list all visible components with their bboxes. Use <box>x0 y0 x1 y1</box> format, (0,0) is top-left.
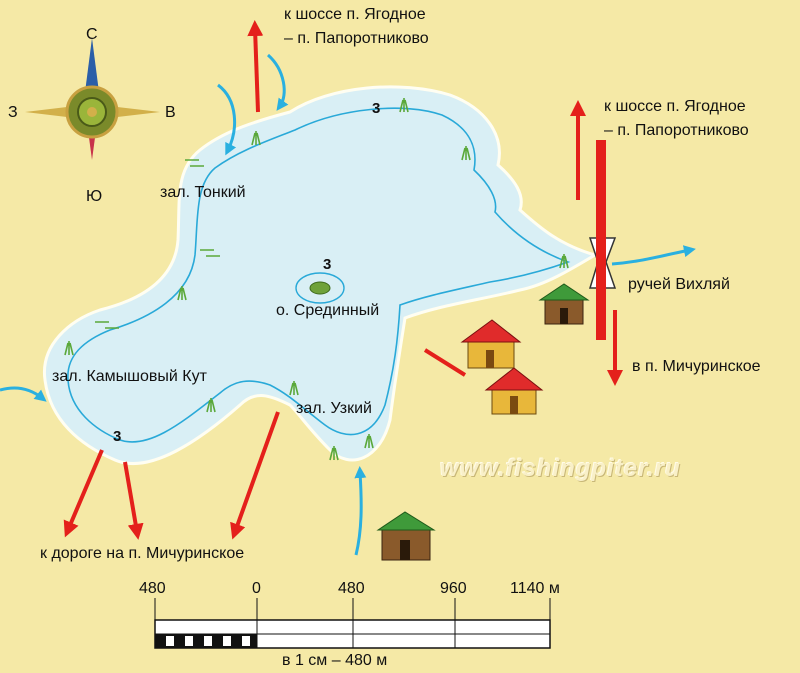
house-icon <box>484 367 544 415</box>
label-to-road-bottom: к дороге на п. Мичуринское <box>40 545 245 562</box>
house-icon <box>376 511 436 561</box>
label-island: о. Срединный <box>276 302 380 319</box>
island <box>309 281 331 295</box>
label-stream: ручей Вихляй <box>628 276 730 293</box>
label-road-right-1: к шоссе п. Ягодное <box>604 98 746 115</box>
label-to-michurinskoe: в п. Мичуринское <box>632 358 761 375</box>
house-icon <box>460 319 522 369</box>
reeds <box>64 98 569 461</box>
water-dashes <box>95 159 220 329</box>
label-road-right-2: – п. Папоротниково <box>604 122 749 139</box>
scale-tick: 1140 м <box>510 580 560 597</box>
compass-north: С <box>86 26 98 43</box>
compass-east: В <box>165 104 176 121</box>
watermark: www.fishingpiter.ru <box>440 455 681 482</box>
label-road-top-2: – п. Папоротниково <box>284 30 429 47</box>
road-arrows <box>63 20 623 540</box>
depth-north: 3 <box>372 100 381 117</box>
label-bay-thin: зал. Тонкий <box>160 184 246 201</box>
compass-rose-icon <box>25 38 160 160</box>
scale-tick: 480 <box>338 580 365 597</box>
scale-tick: 0 <box>252 580 261 597</box>
label-road-top-1: к шоссе п. Ягодное <box>284 6 426 23</box>
compass-west: З <box>8 104 18 121</box>
scale-tick: 960 <box>440 580 467 597</box>
scale-caption: в 1 см – 480 м <box>282 652 388 669</box>
depth-contour <box>67 107 571 443</box>
scale-bar <box>154 598 551 649</box>
house-icon <box>538 283 590 325</box>
water-arrows <box>0 53 696 556</box>
depth-southwest: 3 <box>113 428 122 445</box>
scale-tick: 480 <box>139 580 166 597</box>
label-bay-narrow: зал. Узкий <box>296 400 372 417</box>
compass-south: Ю <box>86 188 103 205</box>
depth-island: 3 <box>323 256 332 273</box>
label-bay-reed: зал. Камышовый Кут <box>52 368 207 385</box>
